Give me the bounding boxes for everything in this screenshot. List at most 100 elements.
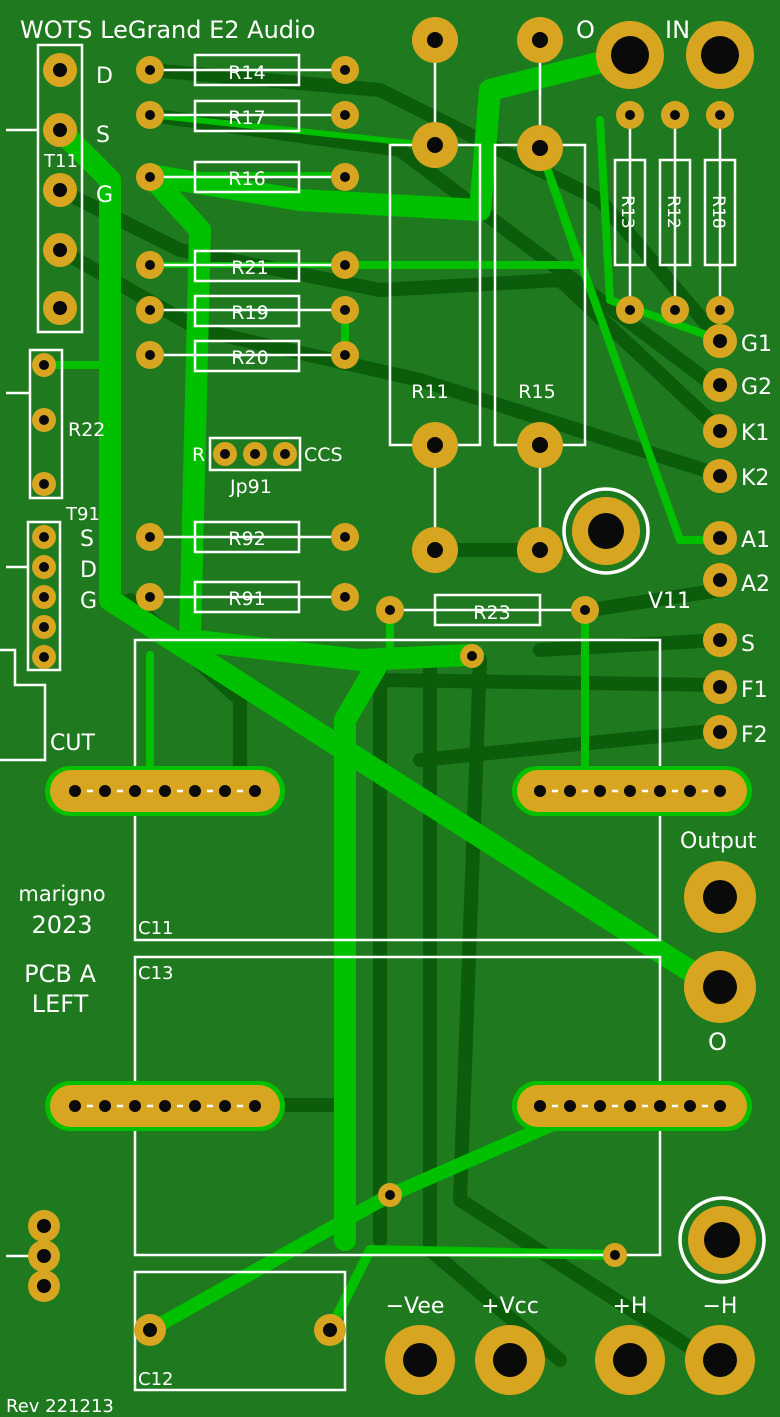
r92-label: R92	[228, 528, 265, 550]
vee-label: −Vee	[386, 1294, 445, 1319]
right-connector-pad-1-hole	[713, 378, 727, 392]
jp91-outline	[208, 436, 302, 472]
cut-outline	[0, 648, 47, 762]
t91-pad-0-hole	[39, 532, 49, 542]
power-resistor-pad-1-hole	[532, 32, 548, 48]
t91-pad-3-hole	[39, 622, 49, 632]
r21-label: R21	[231, 257, 268, 279]
c12-pad-1-hole	[323, 1323, 337, 1337]
r22-label: R22	[68, 419, 105, 441]
power-resistor-pad-4-hole	[427, 437, 443, 453]
output-o-jack-hole	[703, 970, 737, 1004]
resistor-pad-16-hole	[385, 605, 395, 615]
c13-left-pin-4-hole	[189, 1100, 201, 1112]
c13-right-pin-5-hole	[684, 1100, 696, 1112]
k2-label: K2	[741, 466, 769, 491]
jp91-pad-2-hole	[280, 449, 290, 459]
t91-pin-g: G	[80, 589, 97, 614]
filament-f2-label: F2	[741, 723, 768, 748]
t11-pad-3-hole	[53, 243, 67, 257]
v11-label: V11	[648, 589, 691, 614]
output-label: Output	[680, 829, 757, 854]
c13-left-pin-1-hole	[99, 1100, 111, 1112]
output-o-label: O	[708, 1028, 727, 1056]
input-o-label: O	[576, 16, 595, 44]
r17-label: R17	[228, 107, 265, 129]
c11-left-pin-6-hole	[249, 785, 261, 797]
right-connector-pad-0-hole	[713, 334, 727, 348]
r22-pad-2-hole	[39, 479, 49, 489]
plus-h-label: +H	[613, 1294, 648, 1319]
v11-mount-pad-hole	[588, 513, 624, 549]
c13-left-pin-5-hole	[219, 1100, 231, 1112]
c13-left-pin-3-hole	[159, 1100, 171, 1112]
r23-label: R23	[473, 602, 510, 624]
vertical-resistor-pad-3-hole	[625, 305, 635, 315]
c11-right-pin-0-hole	[534, 785, 546, 797]
t11-pad-2-hole	[53, 183, 67, 197]
pads	[28, 17, 756, 1395]
a2-label: A2	[741, 572, 770, 597]
pcb-label-1: PCB A	[24, 960, 96, 988]
c13-left-pin-0-hole	[69, 1100, 81, 1112]
vertical-resistor-pad-5-hole	[715, 305, 725, 315]
input-o-jack-hole	[611, 36, 649, 74]
power-resistor-pad-2-hole	[427, 137, 443, 153]
t91-pad-1-hole	[39, 562, 49, 572]
right-connector-pad-2-hole	[713, 424, 727, 438]
c13-right-pin-1-hole	[564, 1100, 576, 1112]
c11-right-pin-5-hole	[684, 785, 696, 797]
c11-left-pin-3-hole	[159, 785, 171, 797]
input-in-jack-hole	[701, 36, 739, 74]
c11-right-pin-4-hole	[654, 785, 666, 797]
t11-pad-1-hole	[53, 123, 67, 137]
power-terminal-1-hole	[493, 1343, 527, 1377]
left-trio-pad-1-hole	[37, 1249, 51, 1263]
right-connector-pad-5-hole	[713, 573, 727, 587]
r22-outline	[28, 348, 64, 500]
r20-label: R20	[231, 347, 268, 369]
t11-pad-4-hole	[53, 301, 67, 315]
resistor-pad-3-hole	[340, 110, 350, 120]
c11-right-pin-2-hole	[594, 785, 606, 797]
c12-label: C12	[138, 1369, 173, 1390]
c13-right-pin-3-hole	[624, 1100, 636, 1112]
k1-label: K1	[741, 421, 769, 446]
jp91-label: Jp91	[229, 476, 272, 498]
c13-left-pin-2-hole	[129, 1100, 141, 1112]
v11-ring	[562, 487, 650, 575]
t11-outline	[36, 43, 84, 334]
t91-pin-d: D	[80, 558, 97, 583]
a1-label: A1	[741, 528, 770, 553]
t91-label: T91	[65, 504, 100, 525]
resistor-pad-14-hole	[145, 592, 155, 602]
resistor-pad-12-hole	[145, 532, 155, 542]
year-label: 2023	[31, 911, 92, 939]
c13-right-pin-4-hole	[654, 1100, 666, 1112]
author-label: marigno	[18, 882, 105, 906]
resistor-pad-8-hole	[145, 305, 155, 315]
resistor-pad-9-hole	[340, 305, 350, 315]
right-connector-pad-3-hole	[713, 469, 727, 483]
r22-pad-1-hole	[39, 415, 49, 425]
c13-right-pin-2-hole	[594, 1100, 606, 1112]
c11-right-pin-1-hole	[564, 785, 576, 797]
right-connector-pad-7-hole	[713, 680, 727, 694]
via-1-hole	[385, 1190, 395, 1200]
resistor-pad-4-hole	[145, 172, 155, 182]
output-jack-hole	[703, 880, 737, 914]
r16-label: R16	[228, 168, 265, 190]
c11-label: C11	[138, 918, 173, 939]
power-resistor-pad-3-hole	[532, 140, 548, 156]
t91-pin-s: S	[80, 527, 94, 552]
board-title: WOTS LeGrand E2 Audio	[20, 16, 315, 44]
mount-hole-pad-hole	[704, 1222, 740, 1258]
resistor-pad-5-hole	[340, 172, 350, 182]
c11-right-pin-6-hole	[714, 785, 726, 797]
c11-left-pin-1-hole	[99, 785, 111, 797]
resistor-pad-2-hole	[145, 110, 155, 120]
via-2-hole	[610, 1250, 620, 1260]
r22-pad-0-hole	[39, 360, 49, 370]
revision-label: Rev 221213	[6, 1396, 114, 1417]
cut-label: CUT	[50, 731, 95, 756]
